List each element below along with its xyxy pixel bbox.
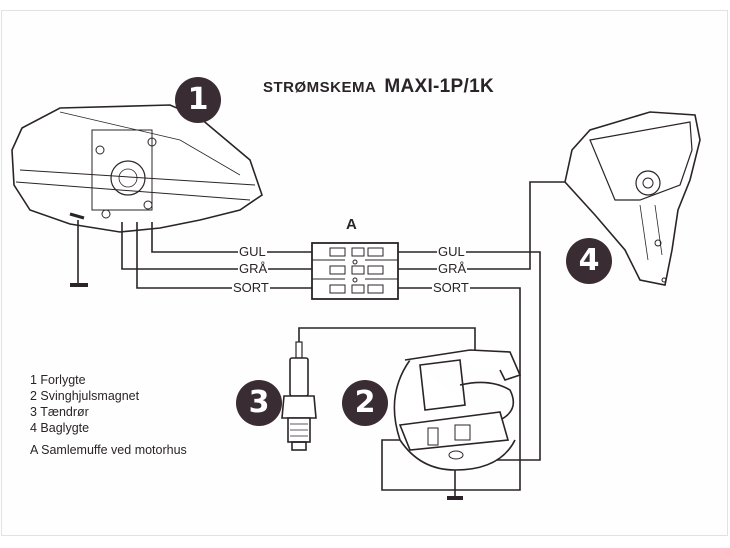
wire-label-right-gra: GRÅ bbox=[437, 261, 468, 276]
badge-2-magneto: 2 bbox=[342, 380, 388, 426]
title-main: STRØMSKEMA bbox=[263, 79, 377, 96]
badge-3-spark-plug: 3 bbox=[236, 380, 282, 426]
badge-4-taillight: 4 bbox=[566, 238, 612, 284]
connector-a-label: A bbox=[346, 216, 357, 233]
legend-item-1: 1 Forlygte bbox=[30, 373, 86, 387]
spark-plug-drawing bbox=[281, 327, 476, 451]
legend-item-2: 2 Svinghjulsmagnet bbox=[30, 389, 140, 403]
taillight-drawing bbox=[564, 111, 701, 286]
legend-item-4: 4 Baglygte bbox=[30, 421, 90, 435]
connector-a-drawing bbox=[311, 242, 399, 300]
diagram-title: STRØMSKEMA MAXI-1P/1K bbox=[263, 76, 494, 98]
headlight-drawing bbox=[11, 104, 263, 233]
wire-label-left-sort: SORT bbox=[232, 280, 270, 295]
wire-label-left-gra: GRÅ bbox=[238, 261, 269, 276]
magneto-drawing bbox=[393, 349, 522, 500]
wire-label-right-sort: SORT bbox=[432, 280, 470, 295]
legend-item-3: 3 Tændrør bbox=[30, 405, 89, 419]
wire-label-left-gul: GUL bbox=[238, 244, 267, 259]
legend-item-a: A Samlemuffe ved motorhus bbox=[30, 443, 187, 457]
wire-label-right-gul: GUL bbox=[437, 244, 466, 259]
badge-1-headlight: 1 bbox=[175, 77, 221, 123]
legend: 1 Forlygte 2 Svinghjulsmagnet 3 Tændrør … bbox=[30, 372, 187, 458]
title-model: MAXI-1P/1K bbox=[384, 76, 494, 97]
